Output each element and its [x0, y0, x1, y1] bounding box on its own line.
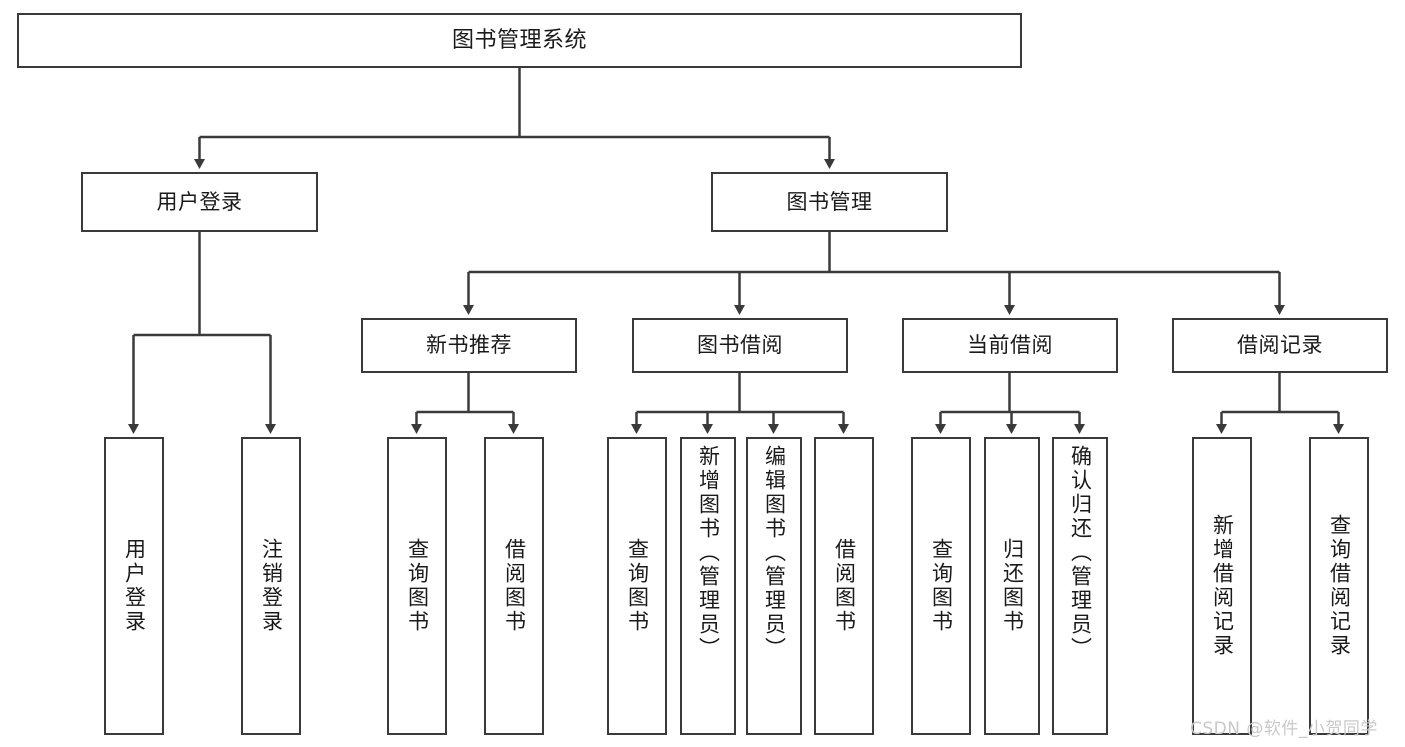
node-current-borrow[interactable]: 当前借阅	[902, 318, 1118, 373]
node-leaf-confirm-return-label: 确认归还（管理员）	[1068, 445, 1093, 661]
node-book-borrow-label: 图书借阅	[697, 333, 783, 358]
node-leaf-user-login[interactable]: 用户登录	[104, 437, 164, 735]
node-leaf-return-book-label: 归还图书	[1000, 538, 1025, 634]
node-root-label: 图书管理系统	[451, 27, 587, 53]
node-current-borrow-label: 当前借阅	[967, 333, 1053, 358]
node-leaf-return-book[interactable]: 归还图书	[984, 437, 1040, 735]
node-leaf-add-record-label: 新增借阅记录	[1210, 514, 1235, 658]
node-leaf-logout[interactable]: 注销登录	[241, 437, 301, 735]
node-leaf-borrow-book-2[interactable]: 借阅图书	[814, 437, 874, 735]
node-leaf-confirm-return[interactable]: 确认归还（管理员）	[1052, 437, 1108, 735]
node-leaf-user-login-label: 用户登录	[122, 538, 147, 634]
node-leaf-query-book-1-label: 查询图书	[405, 538, 430, 634]
node-book-borrow[interactable]: 图书借阅	[632, 318, 848, 373]
node-new-book-rec[interactable]: 新书推荐	[361, 318, 577, 373]
csdn-watermark: CSDN @软件_小贺同学	[1190, 719, 1378, 739]
node-leaf-edit-book[interactable]: 编辑图书（管理员）	[746, 437, 802, 735]
node-leaf-borrow-book-2-label: 借阅图书	[832, 538, 857, 634]
node-user-login-label: 用户登录	[156, 189, 243, 214]
node-leaf-query-record-label: 查询借阅记录	[1327, 514, 1352, 658]
node-user-login[interactable]: 用户登录	[81, 172, 318, 232]
node-leaf-borrow-book-1[interactable]: 借阅图书	[484, 437, 544, 735]
node-leaf-query-book-3-label: 查询图书	[929, 538, 954, 634]
node-leaf-add-book[interactable]: 新增图书（管理员）	[680, 437, 736, 735]
node-leaf-query-book-3[interactable]: 查询图书	[911, 437, 971, 735]
node-leaf-query-book-1[interactable]: 查询图书	[387, 437, 447, 735]
node-leaf-query-book-2[interactable]: 查询图书	[607, 437, 667, 735]
node-book-manage-label: 图书管理	[786, 189, 873, 214]
node-book-manage[interactable]: 图书管理	[711, 172, 948, 232]
node-borrow-record-label: 借阅记录	[1237, 333, 1323, 358]
node-leaf-edit-book-label: 编辑图书（管理员）	[762, 445, 787, 661]
node-leaf-add-record[interactable]: 新增借阅记录	[1192, 437, 1252, 735]
node-leaf-borrow-book-1-label: 借阅图书	[502, 538, 527, 634]
node-new-book-rec-label: 新书推荐	[426, 333, 512, 358]
node-leaf-logout-label: 注销登录	[259, 538, 284, 634]
node-root[interactable]: 图书管理系统	[17, 13, 1022, 68]
node-leaf-add-book-label: 新增图书（管理员）	[696, 445, 721, 661]
node-leaf-query-book-2-label: 查询图书	[625, 538, 650, 634]
node-borrow-record[interactable]: 借阅记录	[1172, 318, 1388, 373]
node-leaf-query-record[interactable]: 查询借阅记录	[1309, 437, 1369, 735]
